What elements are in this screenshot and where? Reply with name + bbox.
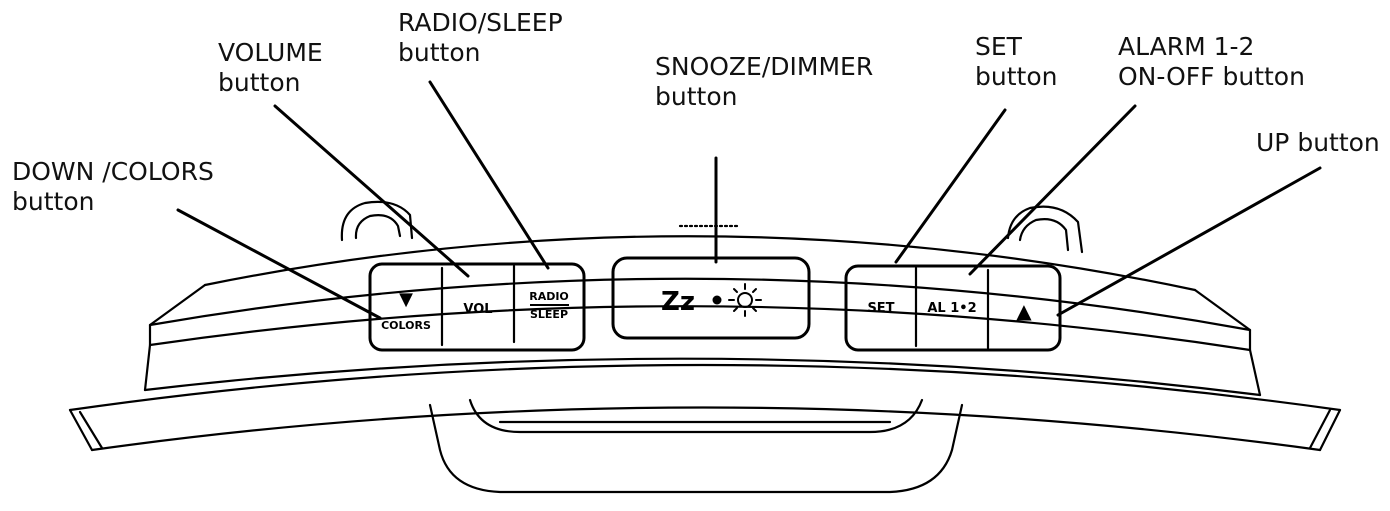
- bumper-bottom: [90, 406, 1322, 452]
- callout-up-line1: UP button: [1256, 128, 1380, 157]
- callout-up: UP button: [1256, 128, 1380, 158]
- callout-snooze-dimmer: SNOOZE/DIMMER button: [655, 52, 873, 112]
- left-clip-inner: [354, 214, 402, 240]
- callout-set: SET button: [975, 32, 1057, 92]
- sleep-label: SLEEP: [530, 308, 568, 321]
- callout-radio-sleep-line2: button: [398, 38, 481, 67]
- vol-label[interactable]: VOL: [463, 302, 492, 317]
- body-right-side: [1193, 288, 1262, 397]
- right-clip: [1006, 205, 1084, 254]
- leader-down-colors: [176, 208, 382, 320]
- callout-volume-line1: VOLUME: [218, 38, 323, 67]
- colors-label: COLORS: [381, 319, 431, 332]
- left-clip: [340, 200, 414, 242]
- callout-down-colors: DOWN /COLORS button: [12, 157, 214, 217]
- leader-radio-sleep: [428, 80, 550, 270]
- radio-label[interactable]: RADIO: [529, 290, 569, 303]
- body-top-edge-2: [148, 277, 1252, 332]
- right-clip-inner: [1018, 218, 1070, 252]
- callout-alarm: ALARM 1-2 ON-OFF button: [1118, 32, 1305, 92]
- bumper-left-cap: [78, 410, 104, 450]
- leader-set: [894, 108, 1007, 264]
- callout-volume: VOLUME button: [218, 38, 323, 98]
- callout-radio-sleep: RADIO/SLEEP button: [398, 8, 563, 68]
- callout-snooze-dimmer-line1: SNOOZE/DIMMER: [655, 52, 874, 81]
- callout-volume-line2: button: [218, 68, 301, 97]
- snooze-button-outline: [611, 256, 811, 340]
- sun-dimmer-icon: [728, 283, 762, 317]
- callout-set-line2: button: [975, 62, 1058, 91]
- leader-alarm: [968, 104, 1137, 276]
- bumper-top: [68, 363, 1342, 412]
- callout-alarm-line1: ALARM 1-2: [1118, 32, 1255, 61]
- set-label[interactable]: SET: [867, 301, 894, 316]
- bumper-left-end: [68, 408, 94, 452]
- snooze-zz-label[interactable]: Zz: [661, 287, 695, 317]
- bumper-right-end: [1318, 408, 1342, 452]
- up-arrow-glyph[interactable]: ▲: [1016, 299, 1032, 323]
- body-belt: [148, 305, 1252, 352]
- down-arrow-glyph[interactable]: ▼: [399, 289, 413, 310]
- body-left-side: [143, 283, 207, 392]
- alarm-label[interactable]: AL 1•2: [927, 301, 976, 316]
- bumper-right-cap: [1308, 408, 1332, 450]
- stand-outline: [428, 403, 964, 494]
- leader-up: [1056, 166, 1322, 317]
- callout-down-colors-line1: DOWN /COLORS: [12, 157, 214, 186]
- callout-down-colors-line2: button: [12, 187, 95, 216]
- left-button-group: [368, 262, 586, 352]
- callout-radio-sleep-line1: RADIO/SLEEP: [398, 8, 563, 37]
- body-lower: [143, 357, 1262, 397]
- callout-alarm-line2: ON-OFF button: [1118, 62, 1305, 91]
- snooze-dot-icon: [712, 295, 722, 305]
- body-top-edge: [203, 235, 1197, 292]
- stand-inner: [468, 398, 924, 434]
- callout-set-line1: SET: [975, 32, 1022, 61]
- leader-volume: [273, 104, 470, 278]
- callout-snooze-dimmer-line2: button: [655, 82, 738, 111]
- right-button-group: [844, 264, 1062, 352]
